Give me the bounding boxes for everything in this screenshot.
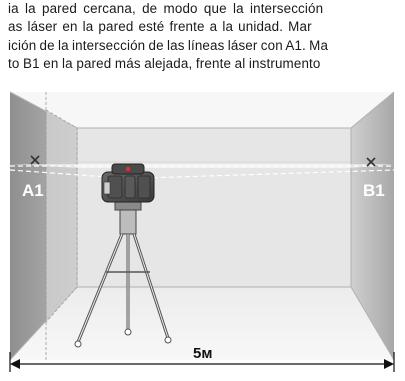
ceiling <box>10 92 394 128</box>
tripod <box>74 199 172 348</box>
paragraph-line-3: ición de la intersección de las líneas l… <box>8 38 329 53</box>
mark-a1 <box>30 155 40 165</box>
laser-horizontal-lines <box>9 161 395 179</box>
right-wall <box>351 92 394 360</box>
label-b1: B1 <box>363 181 385 200</box>
instruction-paragraph: ia la pared cercana, de modo que la inte… <box>0 0 405 80</box>
laser-level-icon <box>101 163 155 203</box>
near-wall-outline <box>45 109 78 324</box>
paragraph-line-2: as láser en la pared esté frente a la un… <box>8 19 312 34</box>
paragraph-line-1: ia la pared cercana, de modo que la inte… <box>8 1 324 16</box>
distance-dimension <box>9 352 395 372</box>
distance-label: 5м <box>193 345 212 362</box>
laser-room-figure: A1 B1 5м <box>9 91 395 372</box>
label-a1: A1 <box>22 181 44 200</box>
mark-b1 <box>366 157 376 167</box>
floor <box>10 287 394 360</box>
paragraph-line-4: to B1 en la pared más alejada, frente al… <box>8 56 321 71</box>
